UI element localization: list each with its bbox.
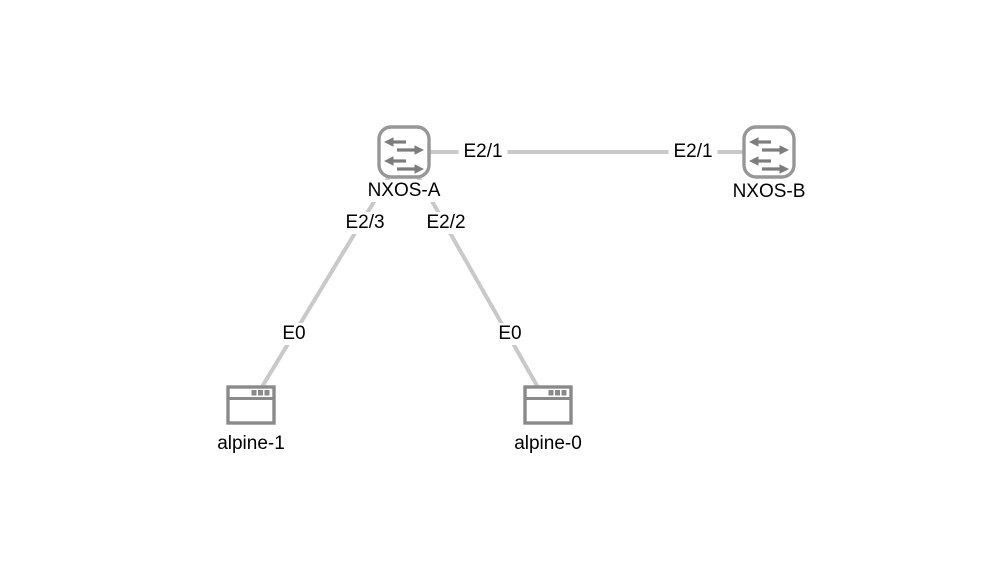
interface-label-nxos-a-alpine-0-0: E2/2 — [421, 212, 471, 234]
host-icon — [523, 385, 573, 425]
node-nxos-a[interactable] — [377, 125, 431, 179]
node-label-nxos-b: NXOS-B — [729, 181, 809, 203]
switch-icon — [377, 125, 431, 179]
interface-label-nxos-a-nxos-b-0: E2/1 — [458, 141, 508, 163]
interface-label-nxos-a-nxos-b-1: E2/1 — [668, 141, 718, 163]
interface-label-nxos-a-alpine-1-0: E2/3 — [340, 212, 390, 234]
interface-label-nxos-a-alpine-0-1: E0 — [493, 323, 527, 345]
node-alpine-1[interactable] — [226, 385, 276, 425]
switch-icon — [742, 125, 796, 179]
node-label-alpine-1: alpine-1 — [214, 433, 288, 455]
node-alpine-0[interactable] — [523, 385, 573, 425]
node-label-nxos-a: NXOS-A — [364, 180, 444, 202]
node-label-alpine-0: alpine-0 — [511, 433, 585, 455]
node-nxos-b[interactable] — [742, 125, 796, 179]
interface-label-nxos-a-alpine-1-1: E0 — [277, 323, 311, 345]
host-icon — [226, 385, 276, 425]
